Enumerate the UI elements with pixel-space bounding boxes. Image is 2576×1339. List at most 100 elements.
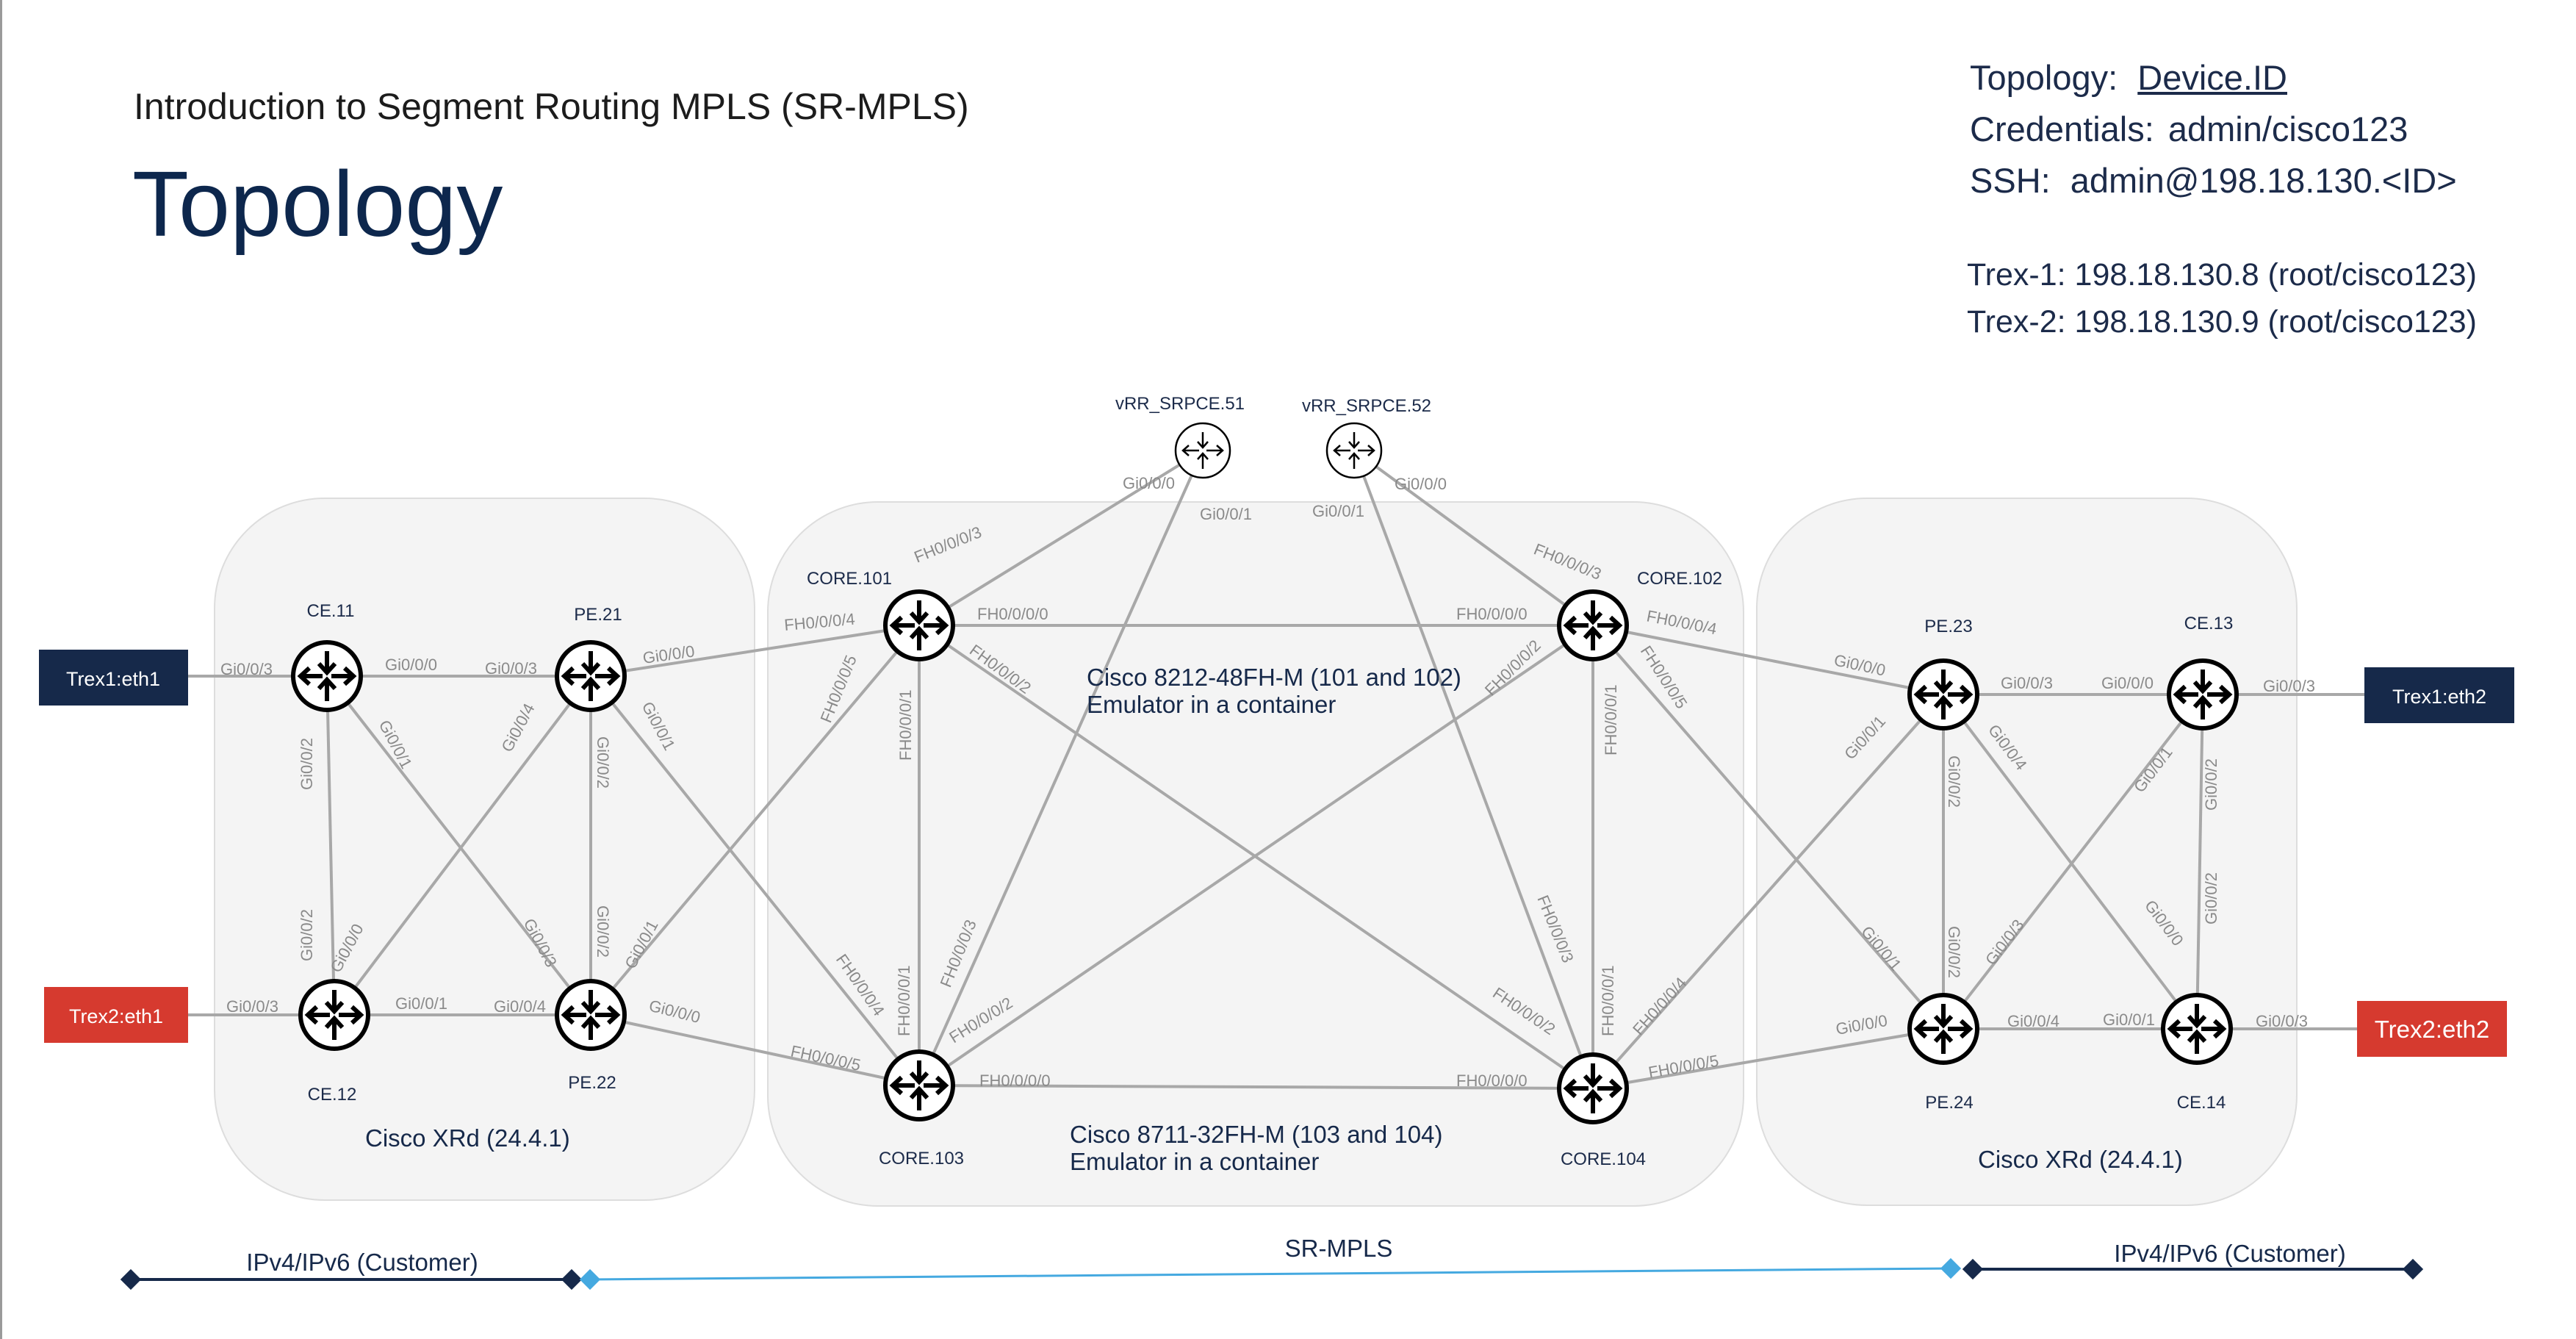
ssh-value: admin@198.18.130.<ID> (2070, 161, 2457, 200)
trex1-value: : 198.18.130.8 (root/cisco123) (2057, 257, 2477, 292)
router-icon-core104[interactable] (1559, 1055, 1627, 1122)
trex2-label: Trex-2 (1967, 304, 2057, 340)
if-ce11-ce12: Gi0/0/2 (298, 738, 316, 790)
link-rr51-core101 (918, 449, 1204, 627)
if-pe24-ce14: Gi0/0/4 (2007, 1012, 2059, 1030)
router-icon-core102[interactable] (1559, 592, 1627, 659)
if-core102-core101: FH0/0/0/0 (1456, 605, 1528, 623)
if-ce14-ce13: Gi0/0/2 (2202, 872, 2220, 925)
sr-mpls-domain-label: SR-MPLS (1285, 1235, 1393, 1262)
link-core104-pe23 (1591, 693, 1945, 1090)
if-core104-core102: FH0/0/0/1 (1599, 965, 1617, 1036)
router-icon-pe23[interactable] (1910, 661, 1977, 728)
link-pe21-core103 (589, 675, 921, 1087)
if-ce14-pe24: Gi0/0/1 (2103, 1010, 2155, 1029)
topology-value: Device.ID (2137, 58, 2287, 97)
label-core103: CORE.103 (879, 1149, 964, 1169)
if-ce12-ce11: Gi0/0/2 (298, 909, 316, 961)
right-platform-label: Cisco XRd (24.4.1) (1978, 1146, 2183, 1173)
trex2-eth1-box[interactable]: Trex2:eth1 (44, 987, 188, 1043)
link-pe21-ce12 (333, 675, 592, 1016)
lab-subtitle: Introduction to Segment Routing MPLS (SR… (134, 86, 969, 127)
if-core102-core104: FH0/0/0/1 (1602, 684, 1620, 755)
if-rr52-core102: Gi0/0/0 (1395, 475, 1447, 493)
if-core101-core102: FH0/0/0/0 (977, 605, 1048, 623)
group-labels: Cisco XRd (24.4.1) Cisco 8212-48FH-M (10… (365, 664, 2183, 1175)
credentials-value: admin/cisco123 (2167, 110, 2408, 148)
if-ce13-pe23: Gi0/0/0 (2101, 674, 2154, 692)
router-icon-pe21[interactable] (557, 642, 625, 710)
link-core103-core104 (918, 1084, 1594, 1090)
if-pe23-ce13: Gi0/0/3 (2001, 674, 2053, 692)
core-top-platform-line2: Emulator in a container (1087, 691, 1336, 718)
link-ce11-pe22 (325, 675, 592, 1016)
link-ce13-pe24 (1942, 693, 2204, 1030)
link-pe21-core101 (590, 624, 920, 678)
trex1-eth1-box[interactable]: Trex1:eth1 (39, 650, 188, 706)
page-title: Topology (132, 152, 503, 256)
if-rr51-core103: Gi0/0/1 (1200, 505, 1252, 523)
label-pe23: PE.23 (1924, 617, 1972, 636)
router-icon-ce12[interactable] (301, 981, 368, 1049)
link-rr51-core103 (918, 450, 1204, 1086)
label-pe22: PE.22 (568, 1073, 616, 1093)
if-pe21-pe22: Gi0/0/2 (594, 736, 612, 789)
router-icon-pe22[interactable] (557, 981, 625, 1049)
label-pe24: PE.24 (1925, 1093, 1973, 1113)
link-pe23-ce14 (1942, 693, 2198, 1030)
trex1-eth2-box[interactable]: Trex1:eth2 (2364, 667, 2514, 723)
trex2-eth2-label: Trex2:eth2 (2375, 1016, 2490, 1043)
if-rr52-core104: Gi0/0/1 (1312, 502, 1364, 520)
if-pe22-ce12: Gi0/0/4 (494, 997, 546, 1016)
label-core104: CORE.104 (1561, 1149, 1646, 1169)
router-icon-ce13[interactable] (2169, 661, 2237, 728)
router-icon-ce14[interactable] (2163, 995, 2231, 1063)
if-ce11-pe21: Gi0/0/0 (385, 656, 437, 674)
device-labels: CE.11 PE.21 CE.12 PE.22 CORE.101 CORE.10… (307, 394, 2234, 1169)
label-rr52: vRR_SRPCE.52 (1302, 396, 1431, 416)
router-icon-core101[interactable] (885, 592, 953, 659)
trex2-eth2-box[interactable]: Trex2:eth2 (2357, 1001, 2507, 1057)
router-icon-rr51[interactable] (1174, 422, 1231, 479)
link-rr52-core104 (1353, 450, 1594, 1089)
if-ce12-trex: Gi0/0/3 (226, 997, 278, 1016)
if-core104-core103: FH0/0/0/0 (1456, 1071, 1528, 1090)
core-bottom-platform-line1: Cisco 8711-32FH-M (103 and 104) (1070, 1121, 1442, 1148)
label-core102: CORE.102 (1637, 569, 1722, 589)
credentials-label: Credentials: (1970, 110, 2154, 148)
if-core101-core103: FH0/0/0/1 (896, 689, 915, 761)
if-ce13-ce14: Gi0/0/2 (2202, 758, 2220, 811)
label-ce11: CE.11 (307, 601, 355, 621)
sr-mpls-domain-line (589, 1267, 1951, 1281)
link-core102-core103 (918, 624, 1594, 1087)
link-pe22-core101 (589, 624, 921, 1016)
if-pe24-pe23: Gi0/0/2 (1945, 926, 1963, 978)
link-rr52-core102 (1353, 449, 1594, 627)
link-core102-pe24 (1591, 624, 1945, 1030)
left-domain-label: IPv4/IPv6 (Customer) (246, 1249, 478, 1276)
router-icon-pe24[interactable] (1910, 995, 1977, 1063)
label-rr51: vRR_SRPCE.51 (1115, 394, 1245, 414)
router-icon-core103[interactable] (885, 1052, 953, 1119)
router-icon-ce11[interactable] (293, 642, 361, 710)
trex1-label: Trex-1 (1967, 257, 2057, 292)
link-core102-pe23 (1592, 624, 1944, 696)
if-core103-core104: FH0/0/0/0 (979, 1071, 1051, 1090)
label-ce14: CE.14 (2177, 1093, 2226, 1113)
router-icon-rr52[interactable] (1325, 422, 1383, 479)
left-platform-label: Cisco XRd (24.4.1) (365, 1124, 570, 1152)
if-ce12-pe22: Gi0/0/1 (395, 994, 447, 1013)
trex2-value: : 198.18.130.9 (root/cisco123) (2057, 304, 2477, 340)
if-pe23-pe24: Gi0/0/2 (1945, 755, 1963, 808)
link-ce11-ce12 (325, 675, 336, 1016)
right-domain-label: IPv4/IPv6 (Customer) (2114, 1240, 2345, 1267)
if-core103-core101: FH0/0/0/1 (895, 965, 913, 1036)
if-rr51-core101: Gi0/0/0 (1123, 474, 1175, 492)
core-bottom-platform-line2: Emulator in a container (1070, 1148, 1319, 1175)
link-pe22-core103 (590, 1013, 920, 1087)
left-xrd-group (214, 498, 755, 1201)
label-ce12: CE.12 (308, 1085, 357, 1105)
trex1-eth1-label: Trex1:eth1 (66, 668, 160, 690)
label-pe21: PE.21 (574, 605, 622, 625)
